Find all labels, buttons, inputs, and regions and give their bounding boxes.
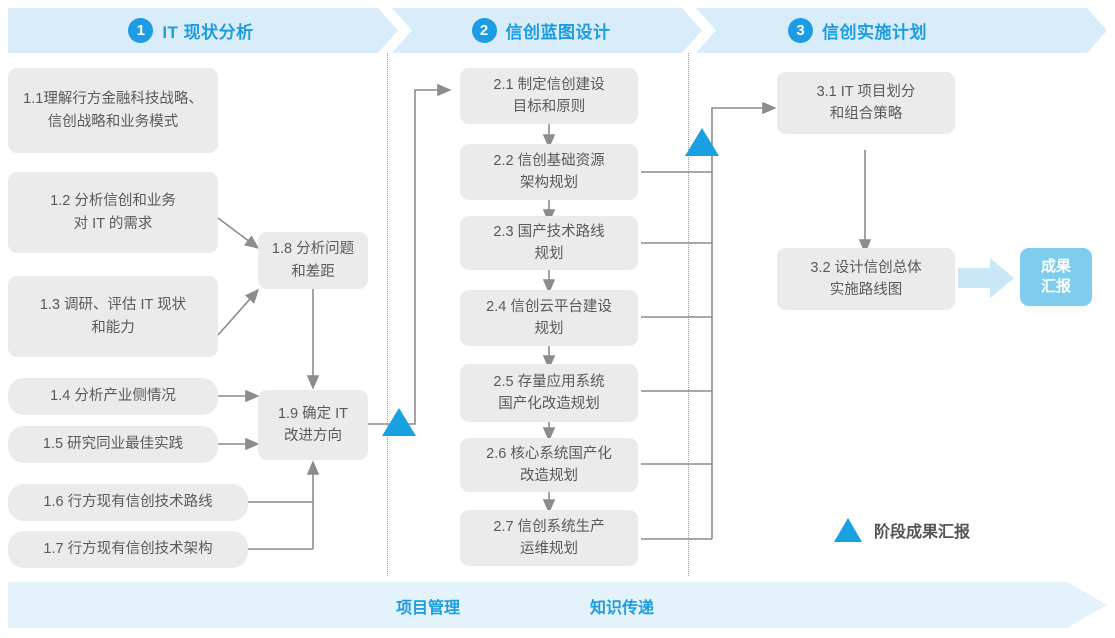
phase-chevron-3-inner: 3 信创实施计划 [788, 18, 927, 43]
task-box-1-8[interactable]: 1.8 分析问题 和差距 [258, 232, 368, 289]
bottom-band [8, 582, 1107, 628]
column-divider-2 [688, 53, 689, 576]
phase-number-badge-1: 1 [128, 18, 154, 43]
result-chip[interactable]: 成果 汇报 [1020, 248, 1092, 306]
milestone-triangle-phase1 [382, 408, 416, 436]
task-box-1-7[interactable]: 1.7 行方现有信创技术架构 [8, 531, 248, 568]
column-divider-1 [387, 53, 388, 576]
task-box-3-1[interactable]: 3.1 IT 项目划分 和组合策略 [777, 72, 955, 134]
milestone-triangle-phase2 [685, 128, 719, 156]
task-box-1-4[interactable]: 1.4 分析产业侧情况 [8, 378, 218, 415]
task-box-2-1[interactable]: 2.1 制定信创建设 目标和原则 [460, 68, 638, 124]
triangle-up-icon [834, 518, 862, 542]
phase-header-band: 1 IT 现状分析 2 信创蓝图设计 3 信创实施计划 [0, 8, 1115, 53]
phase-number-badge-2: 2 [471, 18, 497, 43]
task-box-2-4[interactable]: 2.4 信创云平台建设 规划 [460, 290, 638, 346]
task-box-1-9[interactable]: 1.9 确定 IT 改进方向 [258, 390, 368, 460]
phase-number-badge-3: 3 [788, 18, 813, 43]
task-box-2-6[interactable]: 2.6 核心系统国产化 改造规划 [460, 438, 638, 492]
phase-chevron-1-inner: 1 IT 现状分析 [128, 18, 253, 43]
task-box-2-7[interactable]: 2.7 信创系统生产 运维规划 [460, 510, 638, 566]
task-box-1-1[interactable]: 1.1理解行方金融科技战略、 信创战略和业务模式 [8, 68, 218, 153]
phase-title-2: 信创蓝图设计 [505, 23, 611, 42]
task-box-2-3[interactable]: 2.3 国产技术路线 规划 [460, 216, 638, 270]
task-box-2-5[interactable]: 2.5 存量应用系统 国产化改造规划 [460, 364, 638, 422]
phase-chevron-2[interactable]: 2 信创蓝图设计 [392, 8, 702, 53]
bottom-label-knowledge-transfer: 知识传递 [590, 600, 655, 617]
task-box-1-6[interactable]: 1.6 行方现有信创技术路线 [8, 484, 248, 521]
phase-chevron-1[interactable]: 1 IT 现状分析 [8, 8, 398, 53]
phase-chevron-2-inner: 2 信创蓝图设计 [471, 18, 611, 43]
bottom-label-project-management: 项目管理 [396, 600, 461, 617]
phase-chevron-3[interactable]: 3 信创实施计划 [696, 8, 1107, 53]
task-box-2-2[interactable]: 2.2 信创基础资源 架构规划 [460, 144, 638, 200]
task-box-1-5[interactable]: 1.5 研究同业最佳实践 [8, 426, 218, 463]
phase-title-3: 信创实施计划 [822, 23, 927, 42]
legend-label: 阶段成果汇报 [874, 524, 971, 541]
phase-title-1: IT 现状分析 [162, 23, 254, 42]
result-arrow-icon [958, 258, 1014, 298]
task-box-1-2[interactable]: 1.2 分析信创和业务 对 IT 的需求 [8, 172, 218, 253]
task-box-1-3[interactable]: 1.3 调研、评估 IT 现状 和能力 [8, 276, 218, 357]
task-box-3-2[interactable]: 3.2 设计信创总体 实施路线图 [777, 248, 955, 310]
legend: 阶段成果汇报 [834, 518, 970, 542]
